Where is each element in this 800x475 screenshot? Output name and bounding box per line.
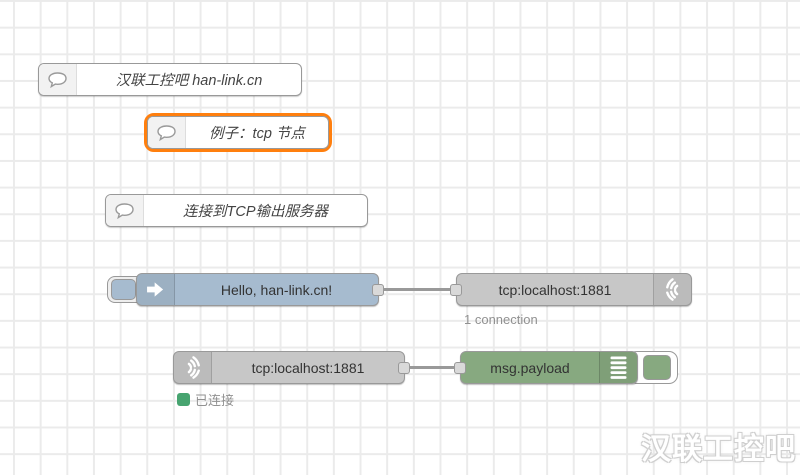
signal-waves-icon — [664, 277, 682, 303]
tcp-in-icon-section — [174, 352, 212, 383]
debug-input-port[interactable] — [454, 362, 466, 374]
speech-bubble-icon — [156, 124, 177, 142]
tcp-in-node-label: tcp:localhost:1881 — [251, 359, 365, 376]
tcp-out-input-port[interactable] — [450, 284, 462, 296]
inject-icon-section — [137, 274, 175, 305]
comment-node-hanlink[interactable]: 汉联工控吧 han-link.cn — [38, 63, 302, 96]
tcp-out-status-text: 1 connection — [464, 312, 538, 327]
debug-node[interactable]: msg.payload — [460, 351, 638, 384]
comment-node-example[interactable]: 例子：tcp 节点 — [147, 116, 329, 149]
speech-bubble-icon — [114, 202, 135, 220]
comment-label: 例子：tcp 节点 — [209, 126, 305, 142]
speech-bubble-icon — [47, 71, 68, 89]
comment-icon-section — [39, 64, 77, 95]
comment-label: 汉联工控吧 han-link.cn — [115, 73, 263, 89]
comment-node-connect-tcp[interactable]: 连接到TCP输出服务器 — [105, 194, 368, 227]
tcp-out-node[interactable]: tcp:localhost:1881 — [456, 273, 692, 306]
watermark-text: 汉联工控吧 — [641, 432, 796, 467]
comment-label: 连接到TCP输出服务器 — [183, 204, 328, 220]
debug-node-label: msg.payload — [490, 359, 570, 376]
tcp-out-icon-section — [653, 274, 691, 305]
comment-icon-section — [148, 117, 186, 148]
debug-toggle-button[interactable] — [643, 355, 671, 380]
inject-button[interactable] — [111, 279, 136, 300]
status-connected-dot — [177, 393, 190, 406]
list-lines-icon — [610, 356, 627, 380]
wire-tcpin-to-debug[interactable] — [403, 366, 461, 369]
tcp-out-status: 1 connection — [464, 312, 538, 327]
signal-waves-icon — [184, 355, 202, 381]
tcp-in-status: 已连接 — [177, 390, 234, 409]
tcp-in-node[interactable]: tcp:localhost:1881 — [173, 351, 405, 384]
tcp-in-status-text: 已连接 — [195, 393, 235, 408]
selection-outline: 例子：tcp 节点 — [144, 113, 332, 152]
comment-icon-section — [106, 195, 144, 226]
tcp-out-node-label: tcp:localhost:1881 — [498, 281, 612, 298]
tcp-in-output-port[interactable] — [398, 362, 410, 374]
inject-output-port[interactable] — [372, 284, 384, 296]
wire-inject-to-tcpout[interactable] — [377, 288, 461, 291]
inject-arrow-icon — [146, 280, 165, 299]
inject-node-label: Hello, han-link.cn! — [220, 281, 333, 298]
inject-node[interactable]: Hello, han-link.cn! — [136, 273, 379, 306]
debug-icon-section — [599, 352, 637, 383]
